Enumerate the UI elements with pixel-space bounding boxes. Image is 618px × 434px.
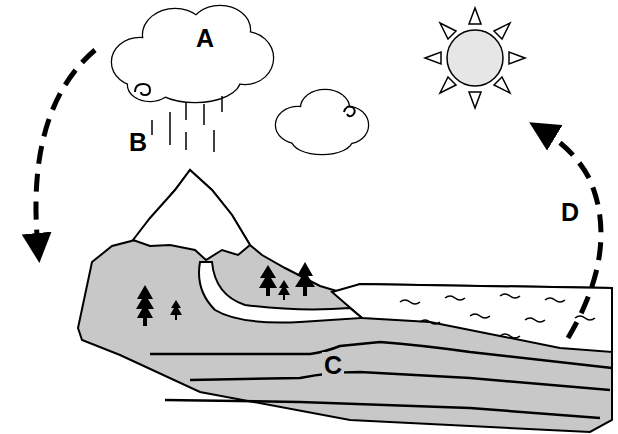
callout-letter: D [559, 199, 581, 226]
callout-letter: C [322, 352, 344, 379]
callout-letter: A [194, 25, 216, 52]
callout-letter: B [127, 129, 149, 156]
